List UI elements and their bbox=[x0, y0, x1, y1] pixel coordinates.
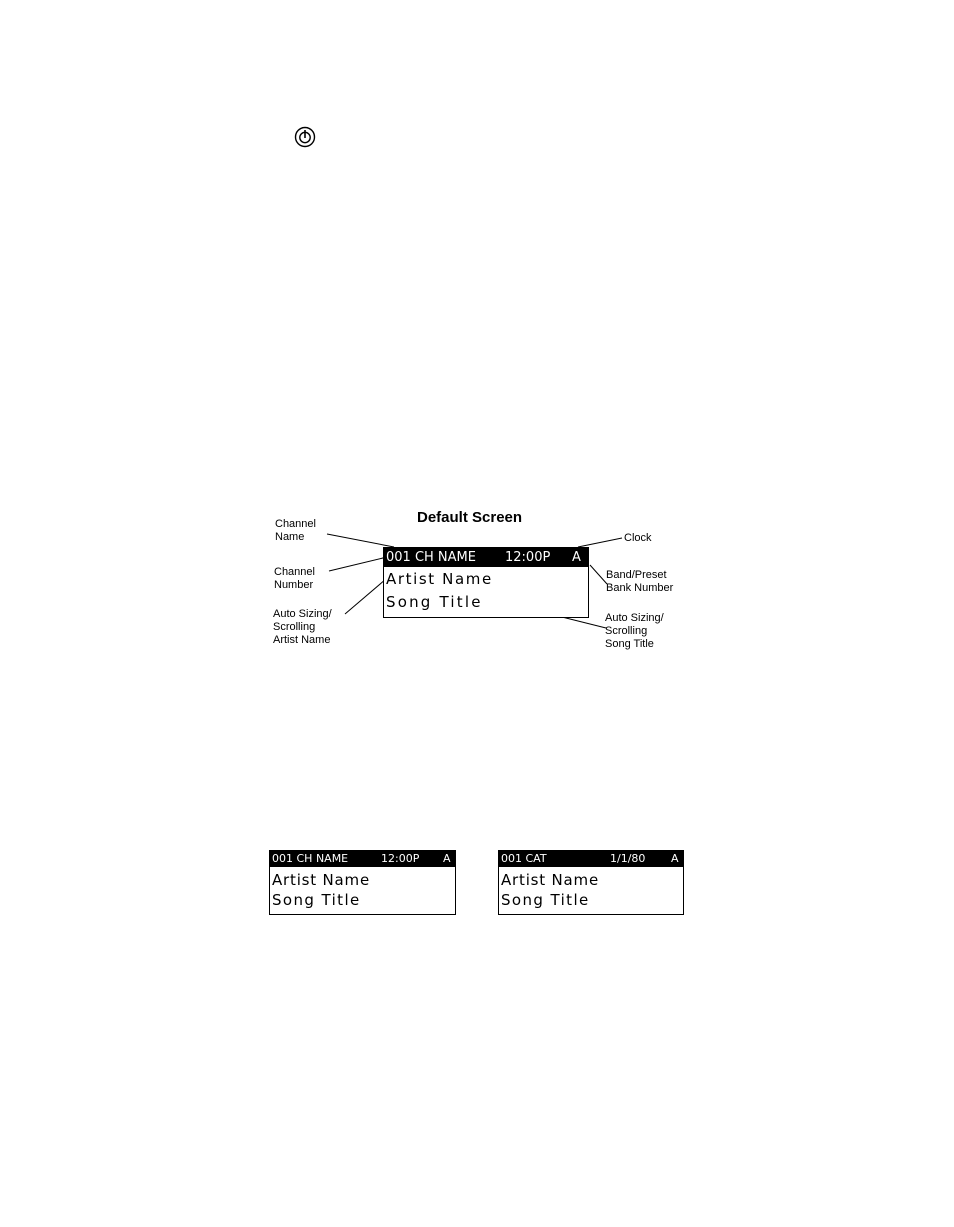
callout-channel-number: Channel Number bbox=[274, 566, 315, 592]
leader-band-preset bbox=[590, 565, 607, 584]
band-label: A bbox=[572, 548, 581, 567]
band-label: A bbox=[443, 851, 451, 867]
lcd-status-bar: 001 CH NAME 12:00P A bbox=[270, 851, 455, 867]
example-lcd-screen-date: 001 CAT 1/1/80 A Artist Name Song Title bbox=[498, 850, 684, 915]
callout-channel-name: Channel Name bbox=[275, 518, 316, 544]
example-lcd-screen-clock: 001 CH NAME 12:00P A Artist Name Song Ti… bbox=[269, 850, 456, 915]
date-label: 1/1/80 bbox=[610, 851, 645, 867]
leader-channel-name bbox=[327, 534, 394, 547]
lcd-status-bar: 001 CH NAME 12:00P A bbox=[384, 548, 588, 567]
callout-song-title: Auto Sizing/ Scrolling Song Title bbox=[605, 612, 664, 651]
clock-label: 12:00P bbox=[505, 548, 550, 567]
channel-label: 001 CAT bbox=[501, 851, 547, 867]
artist-name-line: Artist Name bbox=[386, 570, 493, 588]
channel-label: 001 CH NAME bbox=[272, 851, 348, 867]
lcd-status-bar: 001 CAT 1/1/80 A bbox=[499, 851, 683, 867]
leader-artist-name bbox=[345, 579, 386, 614]
artist-name-line: Artist Name bbox=[501, 871, 599, 889]
song-title-line: Song Title bbox=[386, 593, 483, 611]
leader-clock bbox=[578, 538, 622, 547]
leader-channel-number bbox=[329, 557, 387, 571]
callout-clock: Clock bbox=[624, 532, 652, 545]
default-lcd-screen: 001 CH NAME 12:00P A Artist Name Song Ti… bbox=[383, 547, 589, 618]
song-title-line: Song Title bbox=[501, 891, 590, 909]
callout-artist-name: Auto Sizing/ Scrolling Artist Name bbox=[273, 608, 332, 647]
artist-name-line: Artist Name bbox=[272, 871, 370, 889]
clock-label: 12:00P bbox=[381, 851, 419, 867]
song-title-line: Song Title bbox=[272, 891, 361, 909]
band-label: A bbox=[671, 851, 679, 867]
callout-band-preset: Band/Preset Bank Number bbox=[606, 569, 673, 595]
channel-label: 001 CH NAME bbox=[386, 548, 476, 567]
